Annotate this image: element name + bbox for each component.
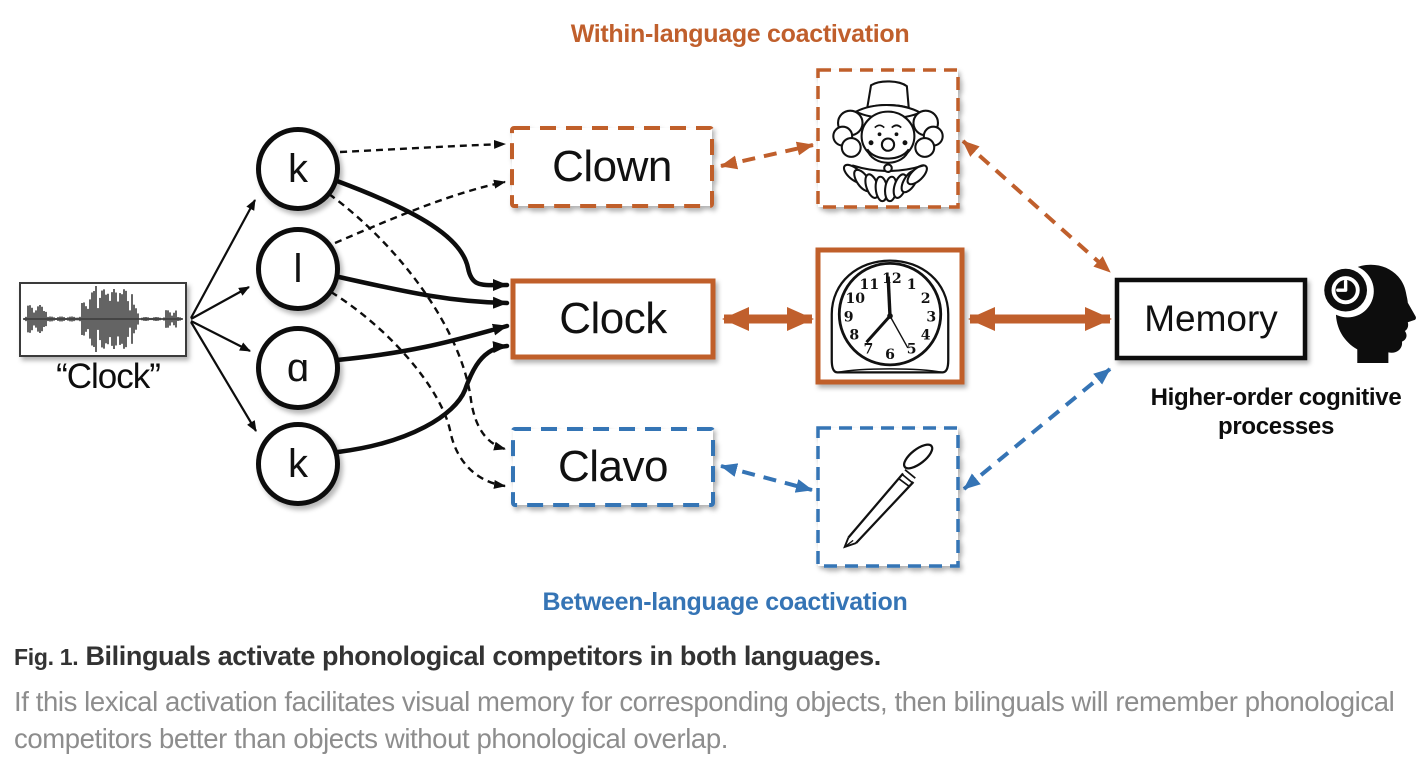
memory-label: Memory	[1144, 298, 1278, 339]
between-language-arrows	[720, 367, 1112, 493]
svg-text:8: 8	[849, 327, 859, 343]
phoneme-node-l: l	[256, 227, 340, 311]
phoneme-node-k1: k	[256, 127, 340, 211]
phoneme-to-clock-arrows	[334, 178, 510, 455]
figure-caption-title: Fig. 1. Bilinguals activate phonological…	[14, 641, 1410, 672]
memory-box-frame	[1114, 277, 1308, 361]
phoneme-label: l	[293, 246, 303, 291]
arrow-a-clock	[334, 323, 510, 363]
arrow-wave-a	[190, 320, 251, 352]
svg-text:12: 12	[882, 271, 902, 287]
arrow-l-clavo	[330, 290, 506, 489]
word-label: Clown	[552, 142, 672, 191]
figure-caption-body: If this lexical activation facilitates v…	[14, 686, 1395, 754]
spoken-word-label: “Clock”	[56, 357, 161, 396]
svg-text:7: 7	[863, 342, 873, 358]
word-label: Clock	[559, 294, 667, 343]
within-language-title: Within-language coactivation	[570, 20, 910, 48]
arrow-nail-picture-memory	[962, 367, 1112, 491]
arrow-clavo-word-picture	[720, 463, 813, 493]
phoneme-to-competitor-arrows	[328, 139, 506, 489]
svg-text:3: 3	[926, 310, 936, 326]
phoneme-label: ɑ	[286, 345, 310, 390]
svg-text:2: 2	[921, 291, 931, 307]
arrow-k1-clown	[339, 139, 506, 154]
word-box-clock: Clock	[513, 281, 713, 357]
arrow-l-clown	[334, 179, 506, 245]
clavo-word-frame	[511, 427, 715, 507]
figure-number: Fig. 1.	[14, 644, 79, 670]
clown-word-frame	[510, 126, 714, 208]
phoneme-label: k	[288, 441, 308, 486]
arrow-wave-l	[190, 286, 250, 320]
nail-picture-frame	[816, 426, 960, 568]
arrow-l-clock	[336, 274, 510, 309]
svg-text:9: 9	[844, 310, 854, 326]
between-language-title: Between-language coactivation	[542, 588, 908, 616]
clock-word-frame	[510, 278, 716, 360]
arrow-k2-clock	[335, 341, 510, 455]
svg-text:6: 6	[885, 347, 895, 363]
word-box-clown: Clown	[512, 128, 712, 206]
within-language-arrows	[720, 139, 1112, 331]
caption-title-text: Bilinguals activate phonological competi…	[78, 641, 881, 671]
arrow-k1-clavo	[328, 193, 506, 451]
nail-drawing-icon	[822, 432, 954, 562]
svg-text:1: 1	[907, 277, 917, 293]
svg-text:5: 5	[907, 342, 917, 358]
arrow-clown-word-picture	[720, 141, 814, 170]
higher-order-caption: Higher-order cognitive processes	[1150, 384, 1402, 441]
phoneme-node-k2: k	[256, 422, 340, 506]
waveform-to-phoneme-arrows	[190, 199, 257, 432]
svg-text:4: 4	[921, 327, 931, 343]
svg-text:10: 10	[845, 291, 865, 307]
arrow-clown-picture-memory	[961, 139, 1112, 274]
arrow-wave-k2	[190, 321, 257, 432]
svg-text:11: 11	[860, 277, 880, 293]
phoneme-label: k	[288, 146, 308, 191]
phoneme-node-a: ɑ	[256, 326, 340, 410]
memory-box: Memory	[1117, 280, 1305, 358]
speech-waveform-icon	[22, 285, 184, 354]
head-with-clock-icon	[1318, 262, 1416, 364]
word-label: Clavo	[558, 442, 669, 491]
arrow-wave-k1	[190, 199, 256, 319]
word-box-clavo: Clavo	[513, 429, 713, 505]
arrow-k1-clock	[334, 178, 510, 292]
clown-drawing-icon	[822, 72, 954, 205]
